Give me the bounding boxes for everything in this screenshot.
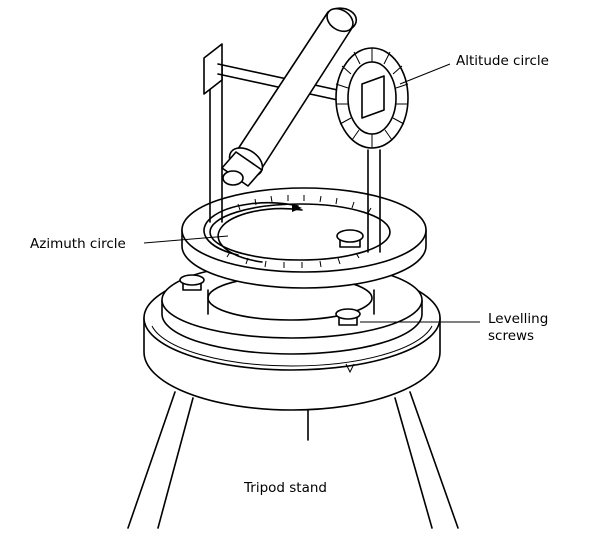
altitude-circle-label: Altitude circle bbox=[456, 53, 549, 69]
leader-lines bbox=[143, 63, 480, 323]
levelling-screw-upper bbox=[336, 229, 364, 248]
altitude-circle bbox=[335, 47, 409, 149]
levelling-screws-label-line1: Levelling bbox=[488, 311, 548, 327]
levelling-screws-label-line2: screws bbox=[488, 328, 534, 344]
levelling-screw-left bbox=[179, 274, 205, 291]
telescope-tube bbox=[221, 7, 358, 187]
levelling-screw-front bbox=[335, 308, 361, 326]
vertical-supports bbox=[203, 43, 381, 253]
tripod-legs bbox=[127, 391, 459, 529]
tripod-stand-label: Tripod stand bbox=[243, 480, 327, 496]
azimuth-circle bbox=[181, 187, 427, 289]
azimuth-circle-label: Azimuth circle bbox=[30, 236, 126, 252]
